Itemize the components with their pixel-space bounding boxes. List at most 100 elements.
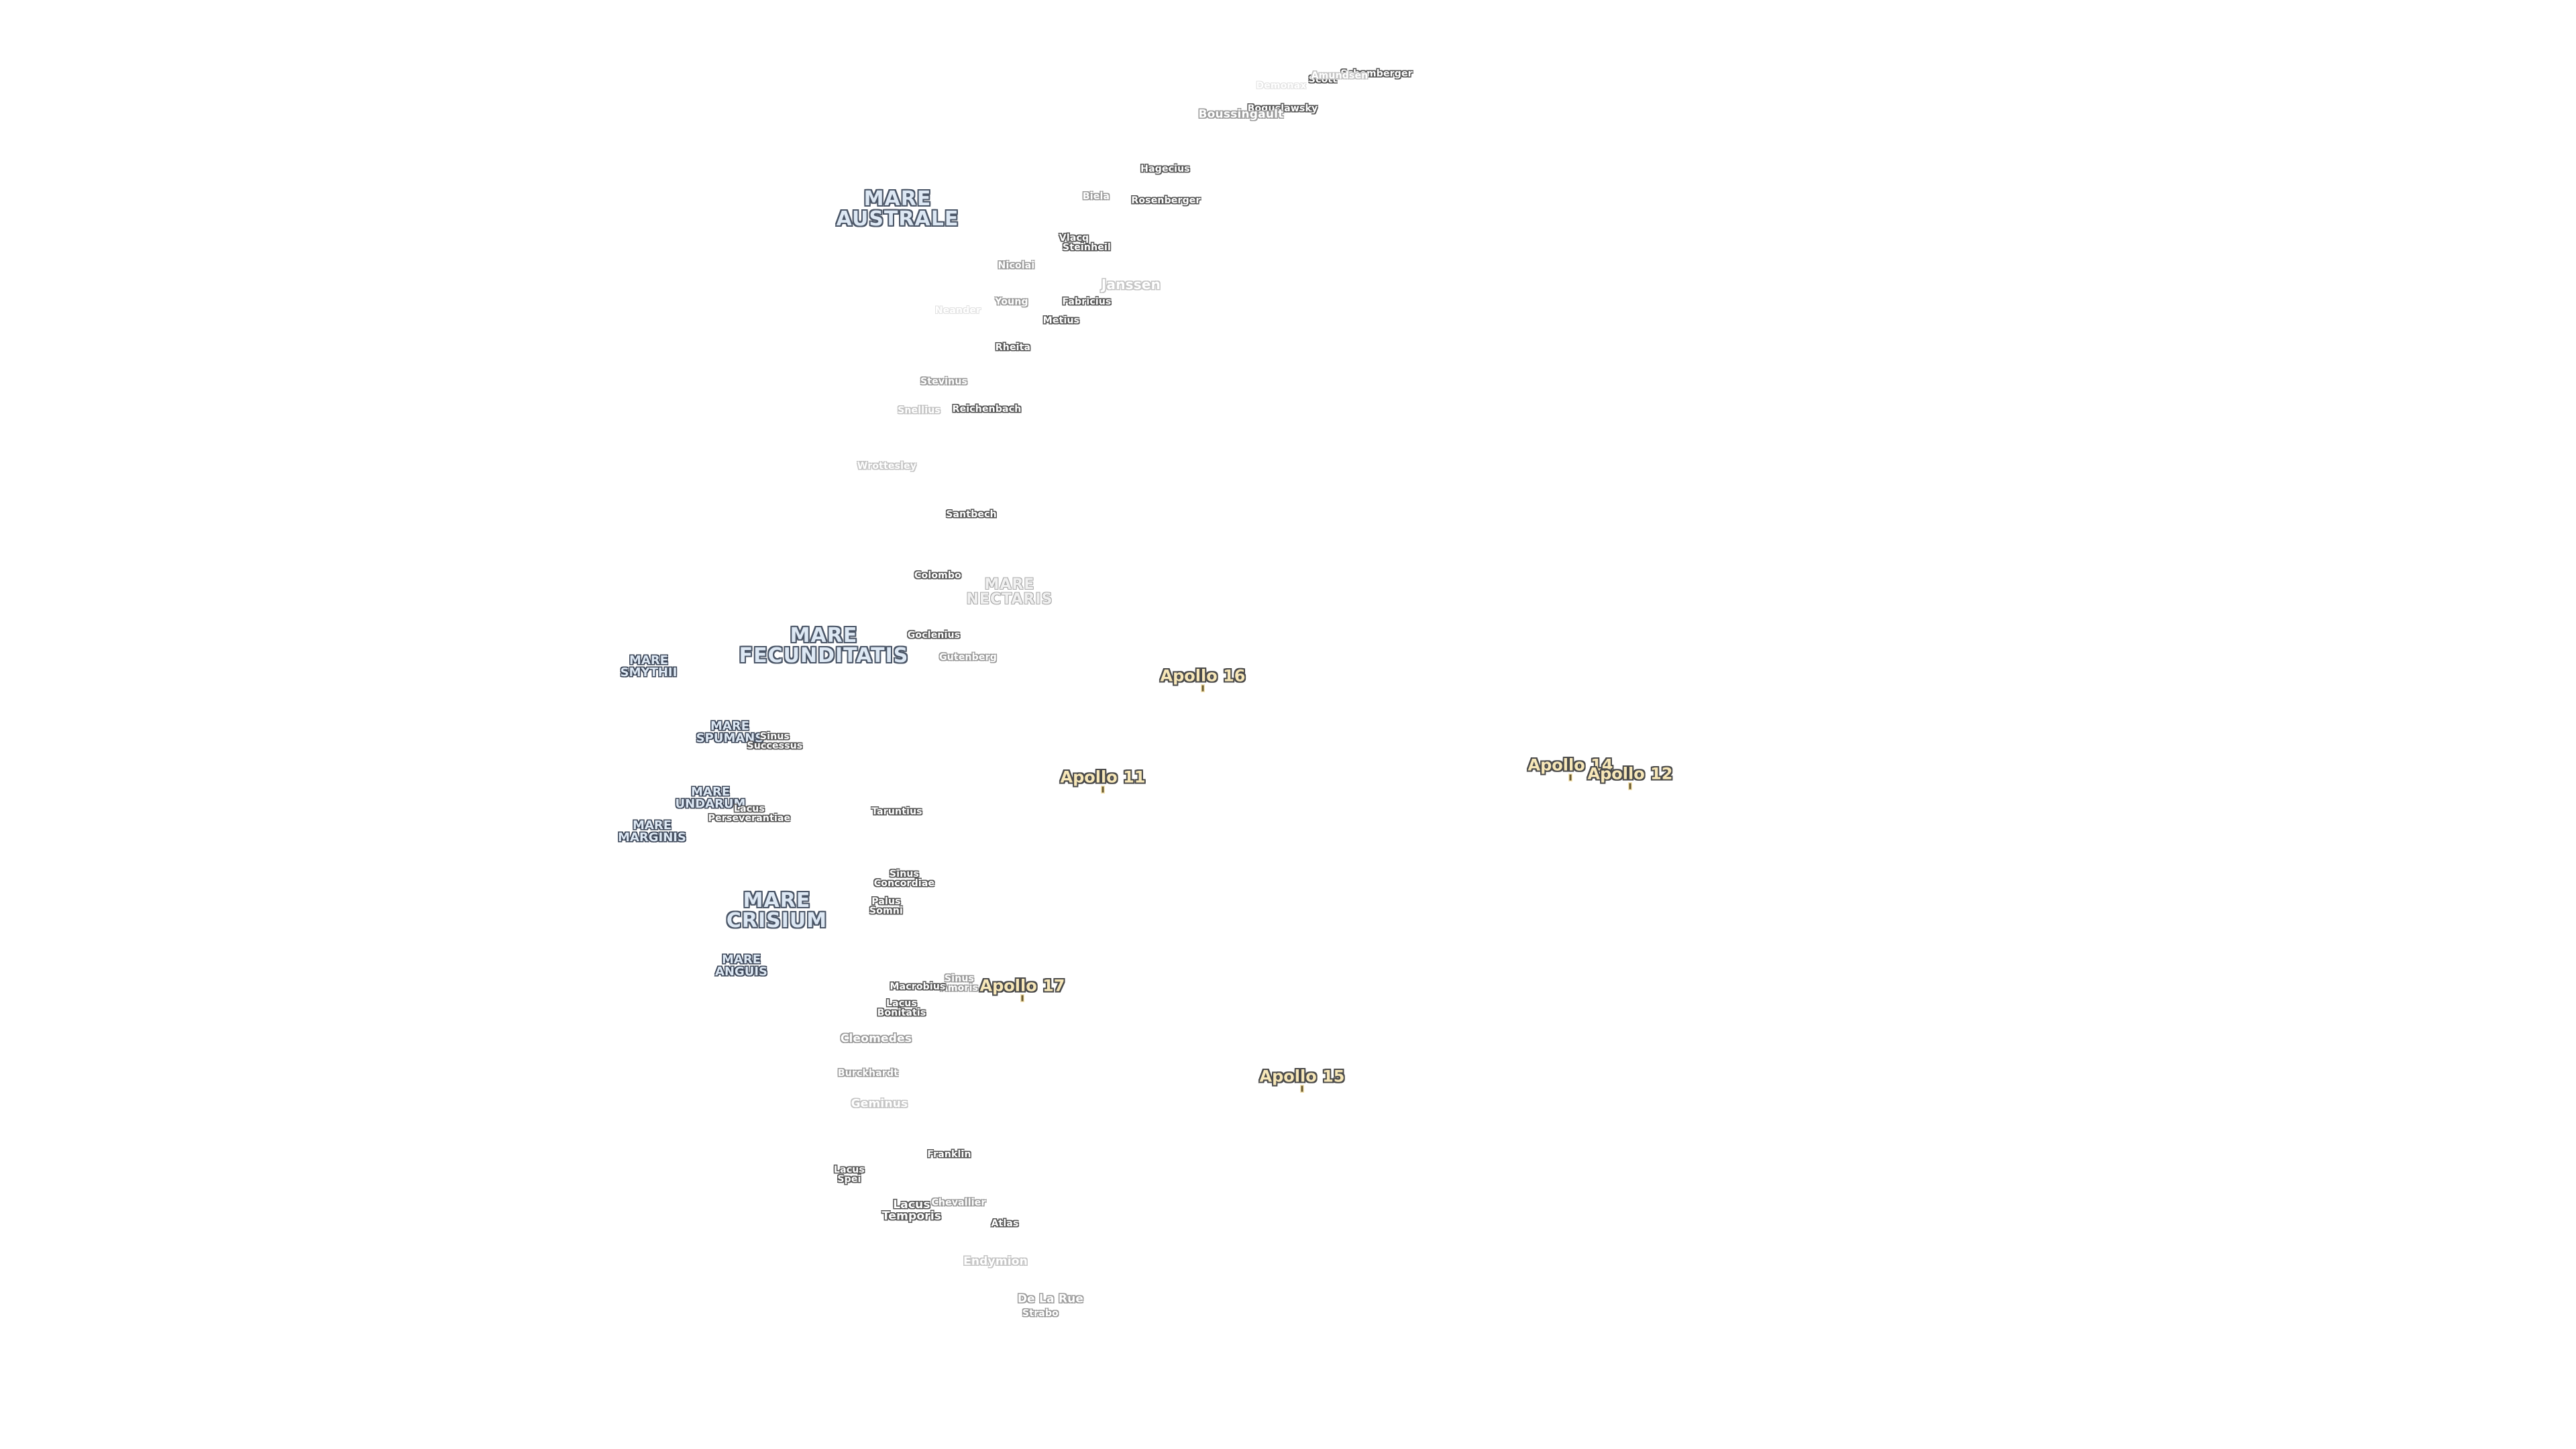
feature-label-text: MARGINIS [618,830,686,845]
feature-label-text: SMYTHII [620,665,678,680]
feature-label-vlacq[interactable]: Vlacq [1059,233,1089,243]
feature-label-text: Geminus [851,1097,908,1111]
feature-label-text: Boguslawsky [1247,103,1318,114]
feature-label-text: Successus [747,741,803,751]
feature-label-burckhardt[interactable]: Burckhardt [838,1069,898,1078]
feature-label-metius[interactable]: Metius [1043,316,1079,325]
apollo-site-apollo-11[interactable]: Apollo 11 [1061,769,1145,793]
feature-label-text: Amoris [940,983,979,994]
feature-label-text: MARE [984,576,1035,593]
feature-label-text: Franklin [927,1149,971,1160]
feature-label-text: Spei [837,1174,861,1185]
feature-label-text: Colombo [914,570,961,581]
apollo-site-apollo-16[interactable]: Apollo 16 [1160,666,1246,692]
feature-label-rosenberger[interactable]: Rosenberger [1131,196,1200,205]
feature-label-text: MARE [721,953,761,967]
feature-label-text: Metius [1042,315,1080,326]
feature-label-text: Snellius [898,405,941,416]
feature-label-reichenbach[interactable]: Reichenbach [953,405,1022,414]
feature-label-fabricius[interactable]: Fabricius [1062,297,1111,307]
feature-label-text: Sinus [759,731,790,742]
feature-label-boguslawsky[interactable]: Boguslawsky [1248,104,1318,113]
feature-label-text: Fabricius [1062,297,1112,307]
feature-label-text: Lacus [893,1198,930,1212]
feature-label-text: ANGUIS [714,965,768,979]
feature-label-macrobius[interactable]: Macrobius [890,982,945,991]
feature-label-text: SPUMANS [696,731,764,745]
feature-label-santbech[interactable]: Santbech [946,510,997,519]
feature-label-steinheil[interactable]: Steinheil [1063,243,1111,252]
feature-label-goclenius[interactable]: Goclenius [908,631,961,640]
landing-site-marker-icon [1102,786,1104,793]
feature-label-scott[interactable]: Scott [1309,75,1337,85]
feature-label-colombo[interactable]: Colombo [914,571,961,580]
feature-label-neander[interactable]: Neander [935,306,981,315]
feature-label-text: Schomberger [1340,68,1413,79]
feature-label-text: MARE [743,889,811,912]
feature-label-hagecius[interactable]: Hagecius [1140,164,1190,174]
feature-label-biela[interactable]: Biela [1083,192,1110,201]
feature-label-text: Apollo 12 [1587,764,1673,784]
apollo-site-apollo-12[interactable]: Apollo 12 [1587,764,1673,790]
feature-label-text: Apollo 16 [1160,666,1246,686]
feature-label-text: FECUNDITATIS [739,644,909,667]
feature-label-text: Lacus [734,804,765,814]
feature-label-nicolai[interactable]: Nicolai [998,261,1035,270]
feature-label-text: Biela [1082,191,1110,202]
landing-site-marker-icon [1569,774,1572,781]
feature-label-text: Strabo [1022,1308,1059,1319]
feature-label-demonax[interactable]: Demonax [1256,81,1306,91]
apollo-site-apollo-15[interactable]: Apollo 15 [1260,1069,1344,1092]
feature-label-janssen[interactable]: Janssen [1102,278,1161,291]
feature-label-text: CRISIUM [726,909,828,932]
feature-label-geminus[interactable]: Geminus [851,1097,908,1111]
feature-label-text: Concordiae [873,878,935,889]
feature-label-endymion[interactable]: Endymion [963,1256,1028,1268]
feature-label-stevinus[interactable]: Stevinus [920,377,967,386]
feature-label-text: AUSTRALE [836,207,959,231]
feature-label-chevallier[interactable]: Chevallier [931,1198,985,1208]
feature-label-text: Sinus [944,973,975,984]
feature-label-schomberger[interactable]: Schomberger [1340,69,1413,78]
apollo-site-apollo-17[interactable]: Apollo 17 [980,978,1065,1002]
feature-label-text: De La Rue [1017,1292,1084,1306]
feature-label-taruntius[interactable]: Taruntius [871,807,922,816]
feature-label-snellius[interactable]: Snellius [898,406,941,415]
apollo-site-apollo-14[interactable]: Apollo 14 [1528,757,1613,781]
feature-label-cleomedes[interactable]: Cleomedes [841,1033,912,1045]
feature-label-text: Macrobius [890,981,946,992]
feature-label-text: Amundsen [1311,70,1368,81]
feature-label-text: MARE [710,719,749,733]
feature-label-amundsen[interactable]: Amundsen [1311,71,1368,80]
feature-label-de-la-rue[interactable]: De La Rue [1017,1292,1084,1306]
feature-label-gutenberg[interactable]: Gutenberg [939,653,997,662]
feature-label-text: Boussingault [1198,107,1284,121]
feature-label-wrottesley[interactable]: Wrottesley [857,462,916,471]
feature-label-text: MARE [790,624,858,647]
feature-label-franklin[interactable]: Franklin [927,1150,971,1159]
feature-label-atlas[interactable]: Atlas [991,1219,1018,1228]
feature-label-boussingault[interactable]: Boussingault [1198,109,1283,121]
feature-label-text: Stevinus [920,376,968,387]
feature-label-young[interactable]: Young [995,297,1028,307]
feature-label-rheita[interactable]: Rheita [996,343,1030,352]
feature-label-strabo[interactable]: Strabo [1022,1309,1059,1318]
